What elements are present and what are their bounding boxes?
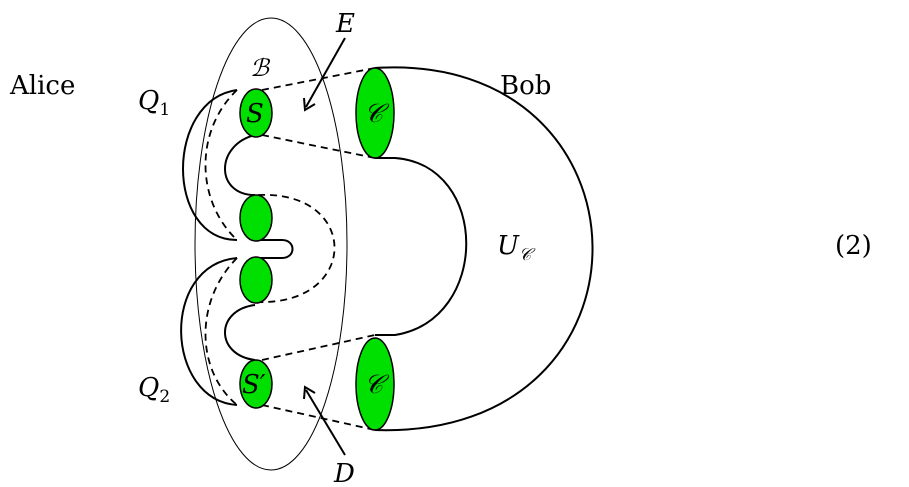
region-middle-upper (239, 194, 273, 242)
center-notch (256, 239, 294, 259)
alice-label: Alice (9, 71, 75, 101)
e-label: E (335, 9, 355, 39)
arrow-e-head (303, 97, 316, 112)
dash-upper (261, 134, 376, 159)
q1-label: Q1 (138, 86, 170, 120)
q2-outer-loop (180, 257, 238, 406)
region-b-ellipse (194, 17, 348, 471)
equation-number: (2) (835, 231, 872, 261)
d-label: D (333, 459, 355, 487)
dash-lower (261, 334, 376, 361)
region-s-prime (239, 359, 273, 409)
inner-lower-loop (224, 304, 256, 361)
u-c-label: U𝒞 (497, 231, 536, 265)
region-middle-lower (239, 256, 273, 304)
arrow-e (305, 37, 346, 108)
region-b-label: ℬ (250, 54, 271, 82)
dash-middle-arc (257, 194, 336, 303)
inner-u-arc (375, 157, 468, 336)
dash-q1-inner (204, 89, 238, 241)
q1-outer-loop (182, 89, 238, 241)
dash-q2-inner (204, 257, 238, 406)
dash-bottom (261, 404, 376, 431)
outer-boundary-top (374, 66, 594, 432)
s-label: S (246, 99, 264, 129)
s-prime-label: S′ (242, 370, 266, 400)
region-c-bottom (355, 337, 395, 431)
q2-label: Q2 (138, 373, 170, 407)
inner-upper-loop (224, 134, 256, 196)
region-s (239, 88, 273, 138)
bob-label: Bob (500, 71, 551, 101)
region-c-top (355, 67, 395, 159)
arrow-d-head (303, 385, 316, 400)
arrow-d (305, 389, 346, 456)
